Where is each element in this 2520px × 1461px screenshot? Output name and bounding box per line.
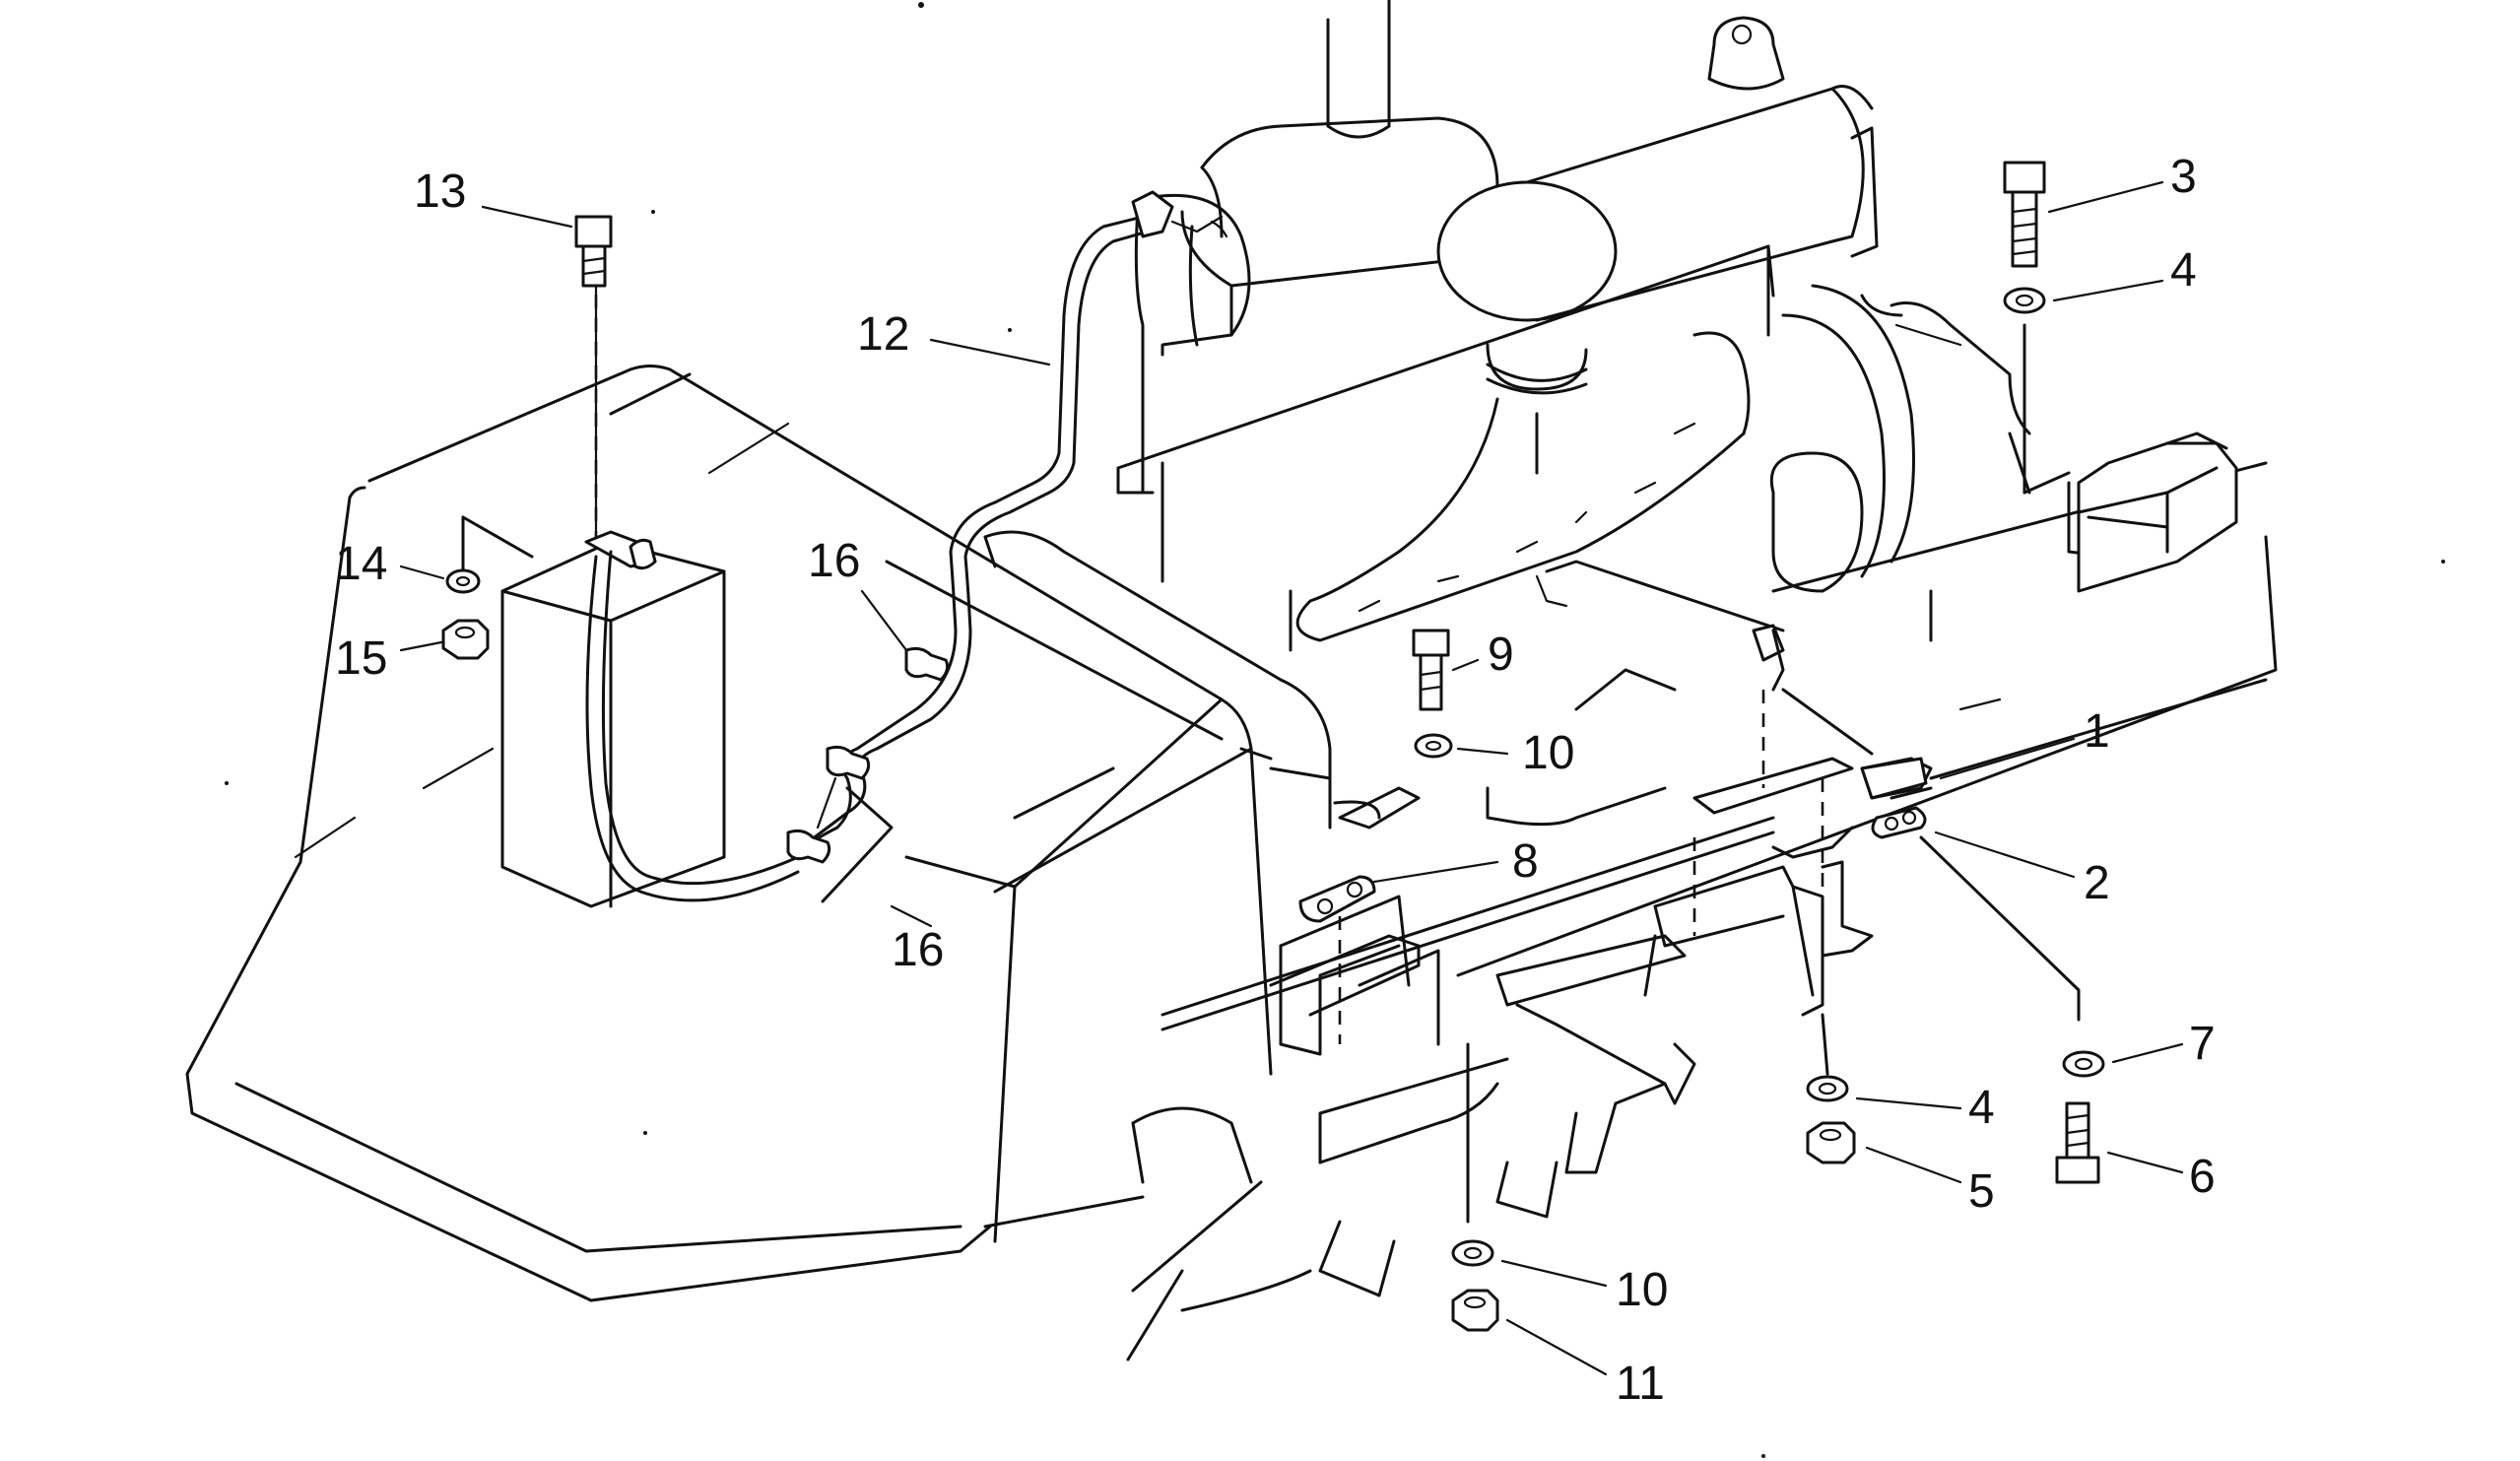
callout-8: 8 bbox=[1512, 835, 1539, 888]
engine-mount bbox=[1486, 560, 1933, 827]
callout-9: 9 bbox=[1488, 629, 1514, 681]
intake-manifold bbox=[1295, 331, 1751, 642]
callout-5: 5 bbox=[1968, 1165, 1995, 1218]
right-mount-plate bbox=[1771, 757, 1928, 859]
callout-13: 13 bbox=[414, 166, 466, 218]
callout-4-lower: 4 bbox=[1968, 1082, 1995, 1134]
callout-10-upper: 10 bbox=[1522, 727, 1574, 779]
exhaust-elbow bbox=[1134, 193, 1251, 495]
callout-4-upper: 4 bbox=[2170, 244, 2197, 297]
leader-lines bbox=[399, 180, 2184, 1376]
callout-2: 2 bbox=[2084, 857, 2110, 909]
assembly-lines bbox=[461, 269, 2081, 1224]
callout-16-upper: 16 bbox=[808, 535, 860, 587]
callout-16-lower: 16 bbox=[892, 924, 944, 976]
callout-7: 7 bbox=[2189, 1018, 2216, 1070]
battery bbox=[500, 530, 726, 908]
step-box bbox=[2077, 432, 2238, 593]
fan-belt bbox=[1770, 284, 2031, 593]
center-frame bbox=[1279, 786, 1933, 1105]
callout-15: 15 bbox=[335, 632, 387, 685]
callout-11: 11 bbox=[1616, 1358, 1665, 1410]
air-cleaner bbox=[1436, 16, 1879, 322]
callout-3: 3 bbox=[2170, 151, 2197, 203]
operator-platform bbox=[185, 365, 1273, 1302]
callout-6: 6 bbox=[2189, 1151, 2216, 1203]
lower-frame bbox=[1126, 816, 1775, 1361]
hardware bbox=[441, 161, 2105, 1332]
scan-specks bbox=[225, 2, 2445, 1458]
callout-10-lower: 10 bbox=[1616, 1264, 1668, 1316]
cable-clamps bbox=[786, 646, 950, 903]
seat-base bbox=[983, 530, 1381, 830]
exhaust-stack bbox=[1326, 0, 1391, 139]
callout-14: 14 bbox=[335, 538, 387, 590]
callout-1: 1 bbox=[2084, 705, 2110, 758]
battery-cable bbox=[585, 190, 1228, 902]
engine-block bbox=[1116, 244, 1775, 652]
callout-numbers: 1 2 3 4 4 5 6 7 8 9 10 10 11 12 13 14 15… bbox=[335, 151, 2216, 1410]
callout-12: 12 bbox=[857, 308, 909, 361]
mount-channel bbox=[1269, 875, 1421, 1017]
